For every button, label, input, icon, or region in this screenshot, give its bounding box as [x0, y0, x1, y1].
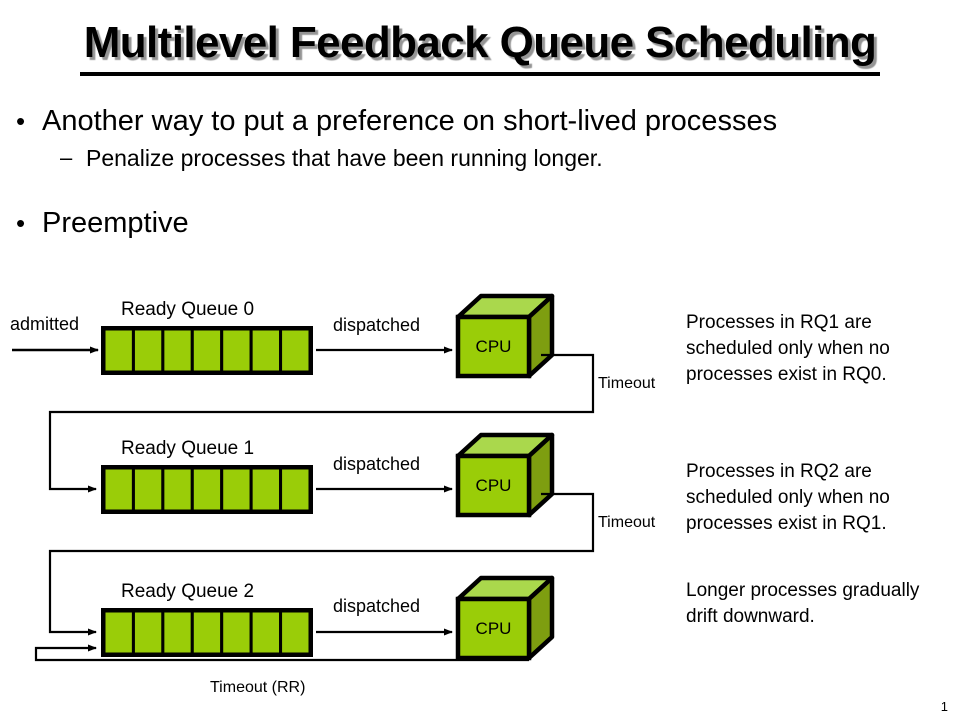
timeout-path-1 — [48, 492, 595, 636]
bullet-marker: – — [60, 145, 73, 170]
bullet-text: Preemptive — [42, 207, 189, 239]
timeout-rr-label: Timeout (RR) — [210, 679, 305, 696]
cpu-cube-0: CPU — [455, 293, 555, 379]
page-title: Multilevel Feedback Queue Scheduling — [79, 16, 881, 76]
queue-2-label: Ready Queue 2 — [121, 581, 254, 602]
bullet-text: Another way to put a preference on short… — [42, 105, 778, 137]
timeout-label-0: Timeout — [598, 375, 656, 392]
queue-1-label: Ready Queue 1 — [121, 438, 254, 459]
bullet-marker: • — [16, 106, 26, 136]
cpu-label-1: CPU — [476, 476, 512, 495]
ready-queue-2 — [101, 608, 313, 657]
bullet-text: Penalize processes that have been runnin… — [86, 145, 603, 171]
page-number: 1 — [940, 699, 948, 714]
bullet-marker: • — [16, 208, 26, 238]
note-drift: Longer processes gradually drift downwar… — [686, 580, 920, 627]
bullet-item-3: • Preemptive — [16, 205, 936, 241]
admitted-label: admitted — [10, 314, 79, 334]
cpu-cube-2: CPU — [455, 575, 555, 661]
dispatched-label-2: dispatched — [333, 596, 420, 616]
dispatched-label-1: dispatched — [333, 454, 420, 474]
title-container: Multilevel Feedback Queue Scheduling — [0, 16, 960, 76]
dispatched-label-0: dispatched — [333, 315, 420, 335]
note-rq1: Processes in RQ1 are scheduled only when… — [686, 312, 890, 385]
cpu-label-0: CPU — [476, 337, 512, 356]
bullet-item-2: – Penalize processes that have been runn… — [60, 143, 936, 173]
mlfq-diagram: admitted Ready Queue 0 dispatched — [0, 282, 960, 702]
timeout-rr-path — [34, 644, 529, 662]
timeout-label-1: Timeout — [598, 514, 656, 531]
bullet-spacer — [16, 173, 936, 205]
ready-queue-0 — [101, 326, 313, 375]
bullet-list: • Another way to put a preference on sho… — [16, 103, 936, 243]
ready-queue-1 — [101, 465, 313, 514]
cpu-label-2: CPU — [476, 619, 512, 638]
queue-0-label: Ready Queue 0 — [121, 299, 254, 320]
cpu-cube-1: CPU — [455, 432, 555, 518]
note-rq2: Processes in RQ2 are scheduled only when… — [686, 461, 890, 534]
timeout-path-0 — [48, 353, 595, 493]
bullet-item-1: • Another way to put a preference on sho… — [16, 103, 936, 139]
